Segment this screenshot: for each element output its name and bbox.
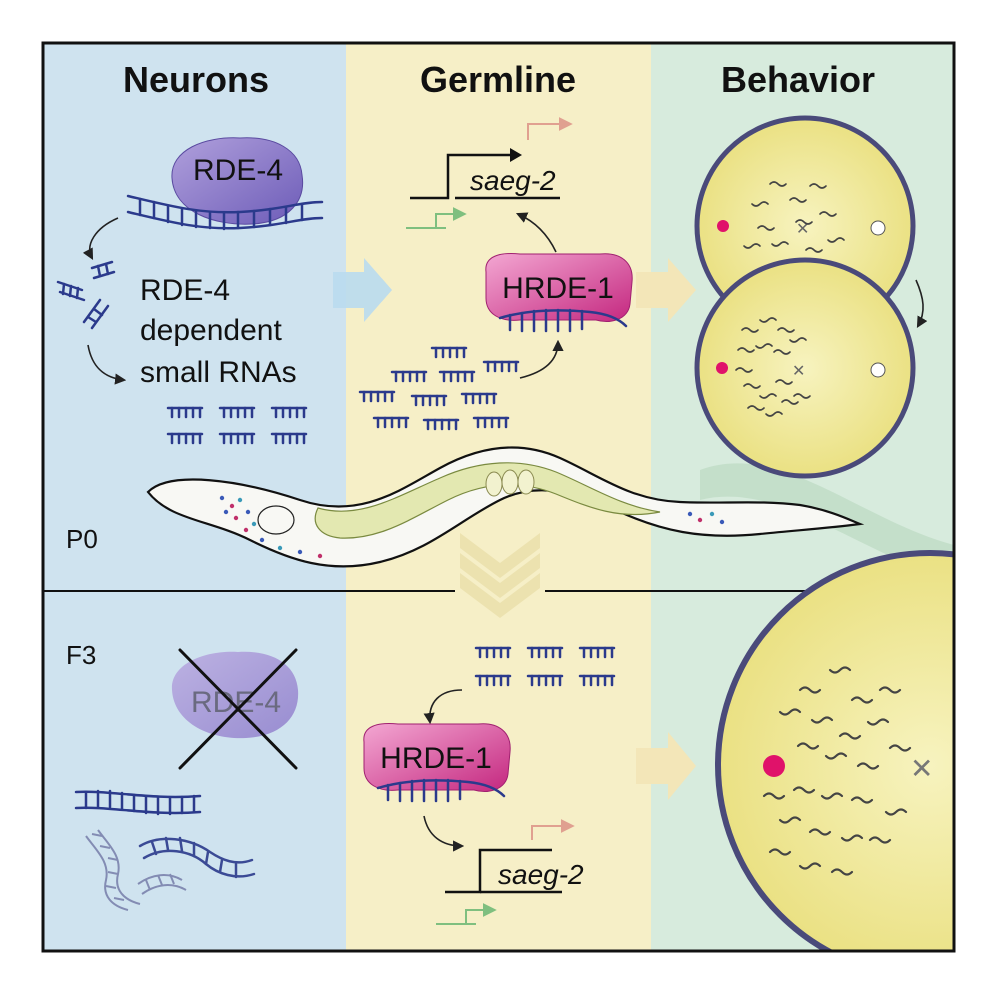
neuron-speckles: [219, 495, 725, 559]
small-rna-label-line2: dependent: [140, 314, 282, 347]
generation-label-p0: P0: [66, 524, 98, 554]
small-rna-cluster-neurons: [166, 406, 308, 445]
odor-spot-large: [763, 755, 785, 777]
dsrna-f3-2: [138, 836, 256, 879]
hrde1-icon-p0: [485, 253, 633, 333]
rde4-dsrna-icon: [126, 137, 324, 231]
worm-icon: [146, 446, 865, 568]
small-rna-cluster-f3: [474, 646, 616, 687]
dsrna-f3-3: [85, 829, 141, 911]
hrde1-label-p0: HRDE-1: [502, 272, 614, 305]
hrde1-icon-f3: [363, 723, 511, 803]
control-spot-1: [870, 220, 886, 236]
petri-plate-icon-2: ✕: [694, 257, 916, 479]
generation-chevrons: [460, 533, 540, 618]
flow-arrows: [333, 258, 696, 800]
dsrna-icon: [126, 194, 324, 231]
odor-spot-1: [717, 220, 729, 232]
origin-mark-large: ✕: [910, 752, 933, 785]
petri-plate-icon-large: ✕: [715, 550, 954, 951]
neurons-header: Neurons: [123, 59, 269, 100]
small-rna-to-hrde1-arrow: [519, 339, 564, 379]
cross-out-icon: [178, 648, 298, 770]
origin-mark-2: ✕: [792, 361, 805, 380]
hrde1-to-gene-arrow-f3: [423, 815, 465, 852]
cleaved-rna-fragments: [56, 260, 116, 330]
plate-transition-arrow: [915, 279, 928, 328]
small-rna-label-line3: small RNAs: [140, 356, 297, 389]
to-small-rnas-arrow: [87, 344, 127, 385]
germline-header: Germline: [420, 59, 576, 100]
rde4-label: RDE-4: [193, 154, 283, 187]
saeg2-gene-label-p0: saeg-2: [470, 165, 556, 196]
dicing-arrow: [82, 217, 119, 260]
small-rna-cluster-germline: [358, 346, 520, 431]
hrde1-to-gene-arrow: [515, 212, 557, 253]
generation-label-f3: F3: [66, 640, 96, 670]
behavior-header: Behavior: [721, 59, 875, 100]
saeg2-gene-label-f3: saeg-2: [498, 859, 584, 890]
promoter-arrow-icon: [406, 117, 573, 229]
control-spot-2: [870, 362, 886, 378]
small-rna-label-line1: RDE-4: [140, 274, 230, 307]
odor-spot-2: [716, 362, 728, 374]
rde4-label-f3: RDE-4: [191, 686, 281, 719]
hrde1-label-f3: HRDE-1: [380, 742, 492, 775]
neurons-to-germline-arrow: [333, 258, 392, 322]
dsrna-f3-4: [137, 873, 187, 895]
f3-germline-to-behavior-arrow: [636, 732, 696, 800]
germline-to-behavior-arrow: [636, 258, 696, 322]
figure-frame: [41, 41, 956, 953]
promoter-arrow-icon-f3: [436, 819, 575, 925]
dsrna-f3-1: [74, 789, 202, 816]
small-rna-to-hrde1-arrow-f3: [423, 689, 463, 725]
